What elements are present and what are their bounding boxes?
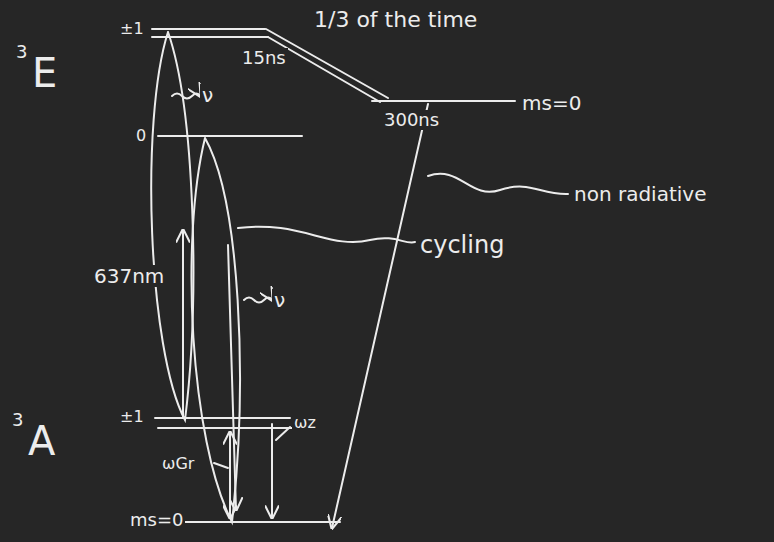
spin-label: ms=0 bbox=[128, 510, 185, 530]
photon-arrow bbox=[172, 94, 200, 99]
cycling-loop bbox=[191, 138, 239, 522]
spin-label: 0 bbox=[134, 127, 148, 145]
state-superscript: 3 bbox=[10, 410, 25, 430]
frequency-label: ωGr bbox=[160, 455, 196, 473]
note-label: cycling bbox=[418, 232, 506, 258]
cycling-loop bbox=[151, 32, 193, 420]
level-line bbox=[155, 417, 290, 419]
splitting-arrow bbox=[271, 424, 273, 518]
excitation-arrow bbox=[182, 230, 184, 418]
lifetime-label: 300ns bbox=[382, 110, 441, 130]
level-line bbox=[158, 427, 305, 429]
photon-label: ν bbox=[272, 289, 287, 311]
level-line bbox=[168, 521, 340, 523]
frequency-label: ωz bbox=[292, 414, 318, 432]
level-line bbox=[372, 100, 515, 102]
leader-line bbox=[428, 174, 568, 194]
leader-line bbox=[238, 227, 415, 243]
photon-label: ν bbox=[200, 84, 215, 106]
lifetime-label: 15ns bbox=[240, 48, 288, 68]
note-label: 1/3 of the time bbox=[312, 8, 479, 32]
state-label: E bbox=[30, 52, 59, 94]
level-line bbox=[158, 135, 302, 137]
leader-line bbox=[276, 427, 290, 440]
spin-label: ±1 bbox=[118, 408, 146, 426]
spin-label: ms=0 bbox=[520, 92, 583, 114]
leader-line bbox=[214, 463, 228, 468]
decay-arrow bbox=[332, 104, 428, 528]
note-label: non radiative bbox=[572, 183, 708, 205]
level-line bbox=[152, 28, 265, 30]
spin-label: ±1 bbox=[118, 20, 146, 38]
state-superscript: 3 bbox=[14, 42, 29, 62]
decay-line bbox=[268, 37, 380, 102]
wavelength-label: 637nm bbox=[92, 265, 166, 287]
splitting-arrow bbox=[229, 432, 231, 518]
state-label: A bbox=[26, 420, 57, 462]
photon-arrow bbox=[244, 298, 272, 303]
